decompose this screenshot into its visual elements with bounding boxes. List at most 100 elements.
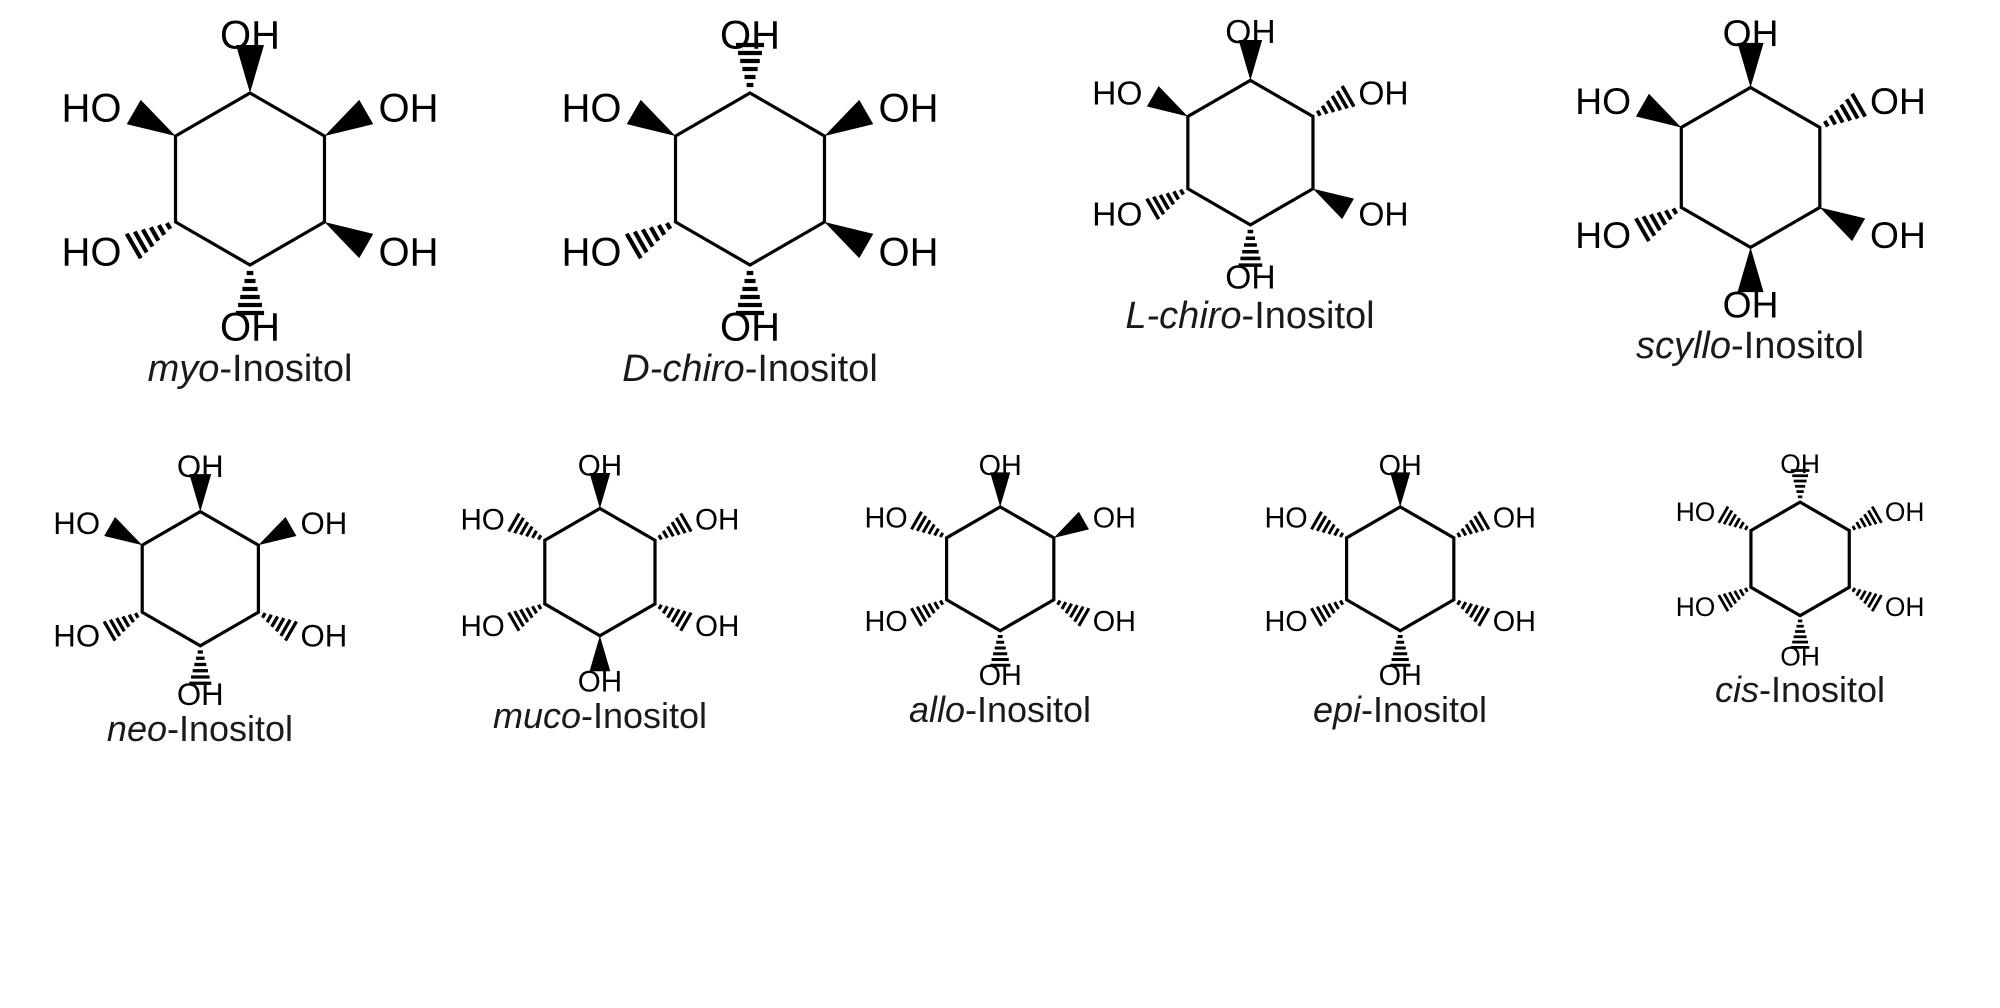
- molecule-label-muco-inositol: muco-Inositol: [493, 698, 707, 734]
- wedge-bond-bottom: [589, 635, 611, 672]
- hash-bond-upper-right: [1822, 92, 1867, 128]
- hash-bond-bottom: [1238, 229, 1262, 267]
- wedge-bond-upper-left: [103, 516, 142, 546]
- molecule-name-prefix: D-chiro: [622, 348, 745, 390]
- molecule-name-suffix: -Inositol: [1730, 325, 1865, 367]
- wedge-bond-upper-left: [126, 99, 176, 136]
- hash-bond-upper-left: [507, 512, 543, 541]
- hydroxyl-label-lower-right: OH: [1093, 606, 1136, 638]
- hydroxyl-label-lower-right: OH: [695, 610, 739, 643]
- hydroxyl-label-lower-left: HO: [562, 231, 622, 275]
- hydroxyl-label-lower-left: HO: [864, 606, 907, 638]
- molecule-card-myo-inositol: OH HO OH OH OH HO myo-Inositol: [0, 14, 500, 388]
- hash-bond-lower-left: [124, 222, 173, 260]
- hash-bond-upper-right: [1315, 85, 1355, 117]
- hash-bond-top: [1790, 469, 1810, 499]
- wedge-bond-lower-right: [1312, 188, 1354, 220]
- hash-bond-upper-right: [1456, 510, 1491, 538]
- hydroxyl-label-upper-left: HO: [62, 87, 122, 131]
- molecule-label-epi-inositol: epi-Inositol: [1313, 692, 1487, 728]
- molecule-name-prefix: scyllo: [1635, 325, 1731, 367]
- wedge-bond-lower-right: [324, 222, 374, 259]
- hydroxyl-label-upper-left: HO: [562, 87, 622, 131]
- hash-bond-bottom: [990, 634, 1011, 667]
- molecule-name-prefix: L-chiro: [1125, 295, 1242, 337]
- hydroxyl-label-bottom: OH: [578, 666, 622, 699]
- hash-bond-lower-left: [1144, 188, 1185, 221]
- hydroxyl-label-bottom: OH: [176, 677, 223, 712]
- hydroxyl-label-lower-left: HO: [62, 231, 122, 275]
- hydroxyl-label-upper-left: HO: [1092, 75, 1142, 112]
- hash-bond-lower-right: [1456, 599, 1491, 627]
- hydroxyl-label-upper-right: OH: [1870, 80, 1926, 122]
- cyclohexane-ring: [543, 506, 657, 638]
- wedge-bond-upper-right: [824, 99, 874, 136]
- molecule-name-prefix: muco: [492, 695, 581, 736]
- molecule-name-suffix: -Inositol: [744, 348, 878, 390]
- hydroxyl-label-lower-right: OH: [1358, 196, 1408, 233]
- wedge-bond-top: [589, 472, 611, 509]
- hydroxyl-label-upper-right: OH: [1358, 75, 1408, 112]
- hash-bond-bottom: [188, 650, 211, 685]
- hydroxyl-label-bottom: OH: [220, 306, 280, 350]
- molecule-label-neo-inositol: neo-Inositol: [107, 711, 293, 747]
- wedge-bond-lower-right: [1819, 207, 1865, 242]
- hydroxyl-label-upper-left: HO: [1264, 502, 1307, 534]
- hydroxyl-label-upper-left: HO: [1575, 80, 1631, 122]
- molecule-name-prefix: neo: [106, 708, 167, 749]
- hydroxyl-label-lower-right: OH: [1885, 592, 1925, 622]
- hydroxyl-label-bottom: OH: [1780, 642, 1820, 672]
- hydroxyl-label-lower-right: OH: [378, 231, 438, 275]
- hydroxyl-label-upper-right: OH: [378, 87, 438, 131]
- hydroxyl-label-lower-right: OH: [300, 618, 347, 653]
- hash-bond-lower-right: [1851, 587, 1883, 612]
- hash-bond-lower-left: [624, 222, 673, 260]
- hash-bond-lower-left: [910, 599, 945, 627]
- hydroxyl-label-top: OH: [1722, 12, 1778, 54]
- hash-bond-lower-left: [507, 603, 543, 632]
- hydroxyl-label-upper-right: OH: [695, 504, 739, 537]
- hydroxyl-label-lower-left: HO: [1575, 214, 1631, 256]
- wedge-bond-top: [188, 474, 211, 512]
- hash-bond-lower-right: [260, 612, 298, 642]
- molecule-label-scyllo-inositol: scyllo-Inositol: [1636, 327, 1864, 365]
- molecule-name-prefix: epi: [1312, 689, 1361, 730]
- wedge-bond-upper-right: [1053, 511, 1089, 538]
- hash-bond-lower-right: [657, 603, 693, 632]
- wedge-bond-upper-left: [1146, 86, 1188, 117]
- hydroxyl-label-top: OH: [176, 449, 223, 484]
- hydroxyl-label-upper-right: OH: [878, 87, 938, 131]
- hash-bond-top: [735, 42, 765, 88]
- molecule-label-l-chiro-inositol: L-chiro-Inositol: [1125, 297, 1374, 335]
- cyclohexane-ring: [140, 509, 260, 648]
- molecule-name-suffix: -Inositol: [964, 689, 1092, 730]
- hydroxyl-label-top: OH: [220, 14, 280, 58]
- hydroxyl-label-bottom: OH: [1722, 284, 1778, 326]
- molecule-name-suffix: -Inositol: [219, 348, 353, 390]
- molecule-label-myo-inositol: myo-Inositol: [148, 350, 353, 388]
- wedge-bond-upper-right: [257, 516, 296, 546]
- hydroxyl-label-bottom: OH: [1379, 660, 1422, 692]
- hydroxyl-label-upper-right: OH: [1885, 497, 1925, 527]
- molecule-name-prefix: allo: [908, 689, 965, 730]
- structure-myo-inositol: OH HO OH OH OH HO: [62, 14, 439, 350]
- molecule-name-suffix: -Inositol: [580, 695, 708, 736]
- hydroxyl-label-lower-left: HO: [1264, 606, 1307, 638]
- molecule-label-d-chiro-inositol: D-chiro-Inositol: [622, 350, 878, 388]
- molecule-name-suffix: -Inositol: [167, 708, 294, 749]
- wedge-bond-top: [1238, 40, 1262, 81]
- hydroxyl-label-top: OH: [1379, 450, 1422, 482]
- hash-bond-upper-left: [910, 510, 945, 538]
